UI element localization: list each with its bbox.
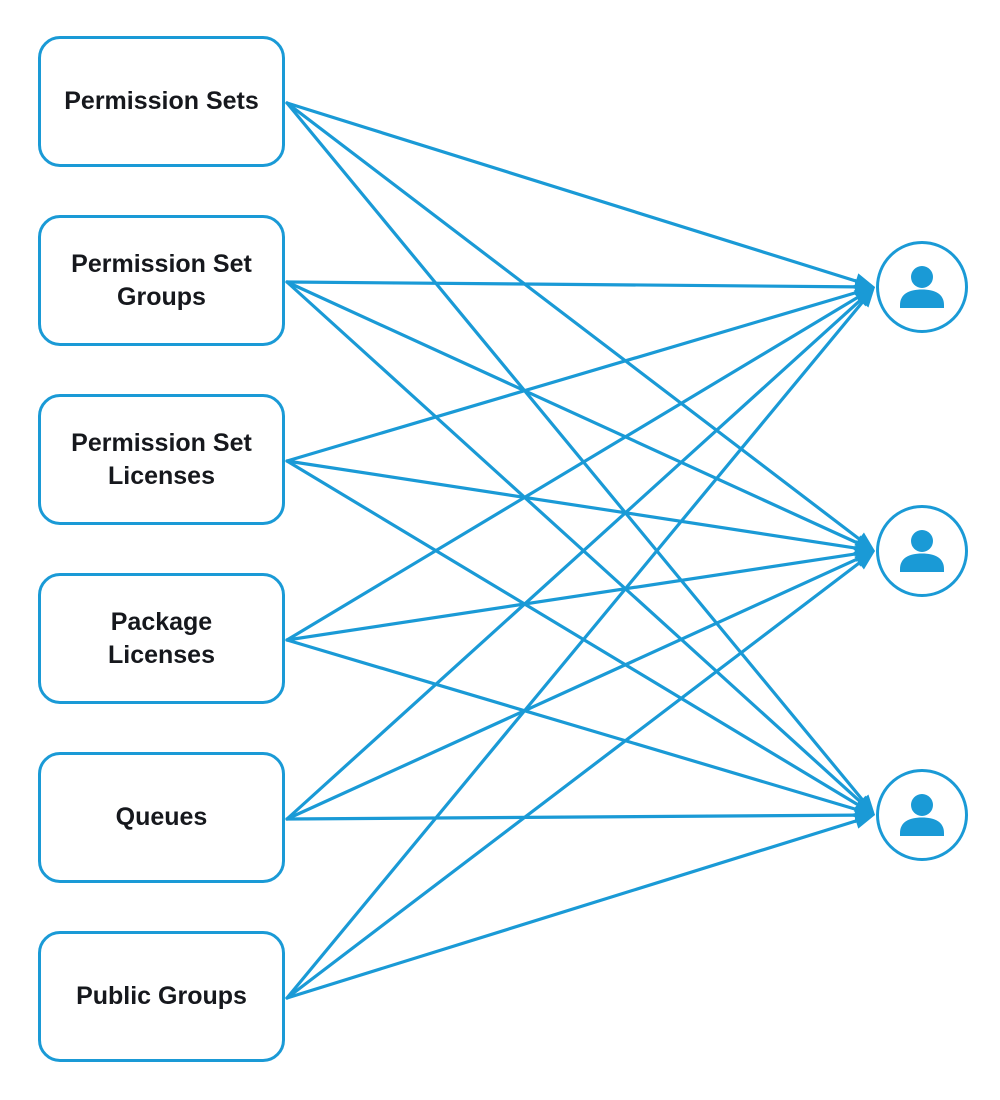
- connection-line-package-licenses-to-user-2: [285, 552, 859, 642]
- connection-line-queues-to-user-2: [285, 556, 861, 821]
- connection-line-permission-sets-to-user-2: [285, 101, 863, 542]
- user-node-2: [876, 505, 968, 597]
- user-icon: [900, 794, 944, 836]
- connection-line-layer: [285, 101, 866, 1000]
- connection-line-permission-set-groups-to-user-1: [285, 280, 859, 289]
- connection-line-permission-set-groups-to-user-2: [285, 280, 861, 546]
- source-label-queues: Queues: [115, 803, 208, 831]
- connection-line-package-licenses-to-user-1: [285, 294, 862, 642]
- source-label-package-licenses: Package Licenses: [107, 607, 215, 669]
- connection-line-queues-to-user-1: [285, 297, 864, 821]
- source-box-permission-sets: Permission Sets: [38, 36, 285, 167]
- source-label-public-groups: Public Groups: [76, 982, 247, 1010]
- source-box-queues: Queues: [38, 752, 285, 883]
- connection-line-public-groups-to-user-1: [285, 299, 866, 1000]
- connection-line-permission-set-groups-to-user-3: [285, 280, 864, 805]
- user-node-1: [876, 241, 968, 333]
- user-icon: [900, 530, 944, 572]
- arrowhead-layer: [853, 273, 875, 829]
- source-box-permission-set-licenses: Permission Set Licenses: [38, 394, 285, 525]
- arrowhead-public-groups-to-user-1: [856, 287, 875, 308]
- connection-line-public-groups-to-user-3: [285, 818, 860, 1000]
- connection-line-permission-sets-to-user-3: [285, 101, 866, 803]
- connection-line-public-groups-to-user-2: [285, 560, 863, 1000]
- connection-line-permission-sets-to-user-1: [285, 101, 860, 284]
- connection-line-queues-to-user-3: [285, 813, 859, 821]
- source-label-permission-sets: Permission Sets: [64, 87, 259, 115]
- arrowhead-public-groups-to-user-2: [854, 551, 875, 570]
- user-icon: [900, 266, 944, 308]
- connection-line-permission-set-licenses-to-user-3: [285, 459, 862, 808]
- source-box-permission-set-groups: Permission Set Groups: [38, 215, 285, 346]
- source-label-permission-set-licenses: Permission Set Licenses: [71, 428, 252, 490]
- connection-line-permission-set-licenses-to-user-1: [285, 290, 860, 463]
- connection-line-package-licenses-to-user-3: [285, 638, 860, 812]
- connection-line-permission-set-licenses-to-user-2: [285, 459, 859, 550]
- source-box-public-groups: Public Groups: [38, 931, 285, 1062]
- source-label-permission-set-groups: Permission Set Groups: [71, 249, 252, 311]
- arrowhead-public-groups-to-user-3: [853, 813, 875, 829]
- source-box-package-licenses: Package Licenses: [38, 573, 285, 704]
- user-node-3: [876, 769, 968, 861]
